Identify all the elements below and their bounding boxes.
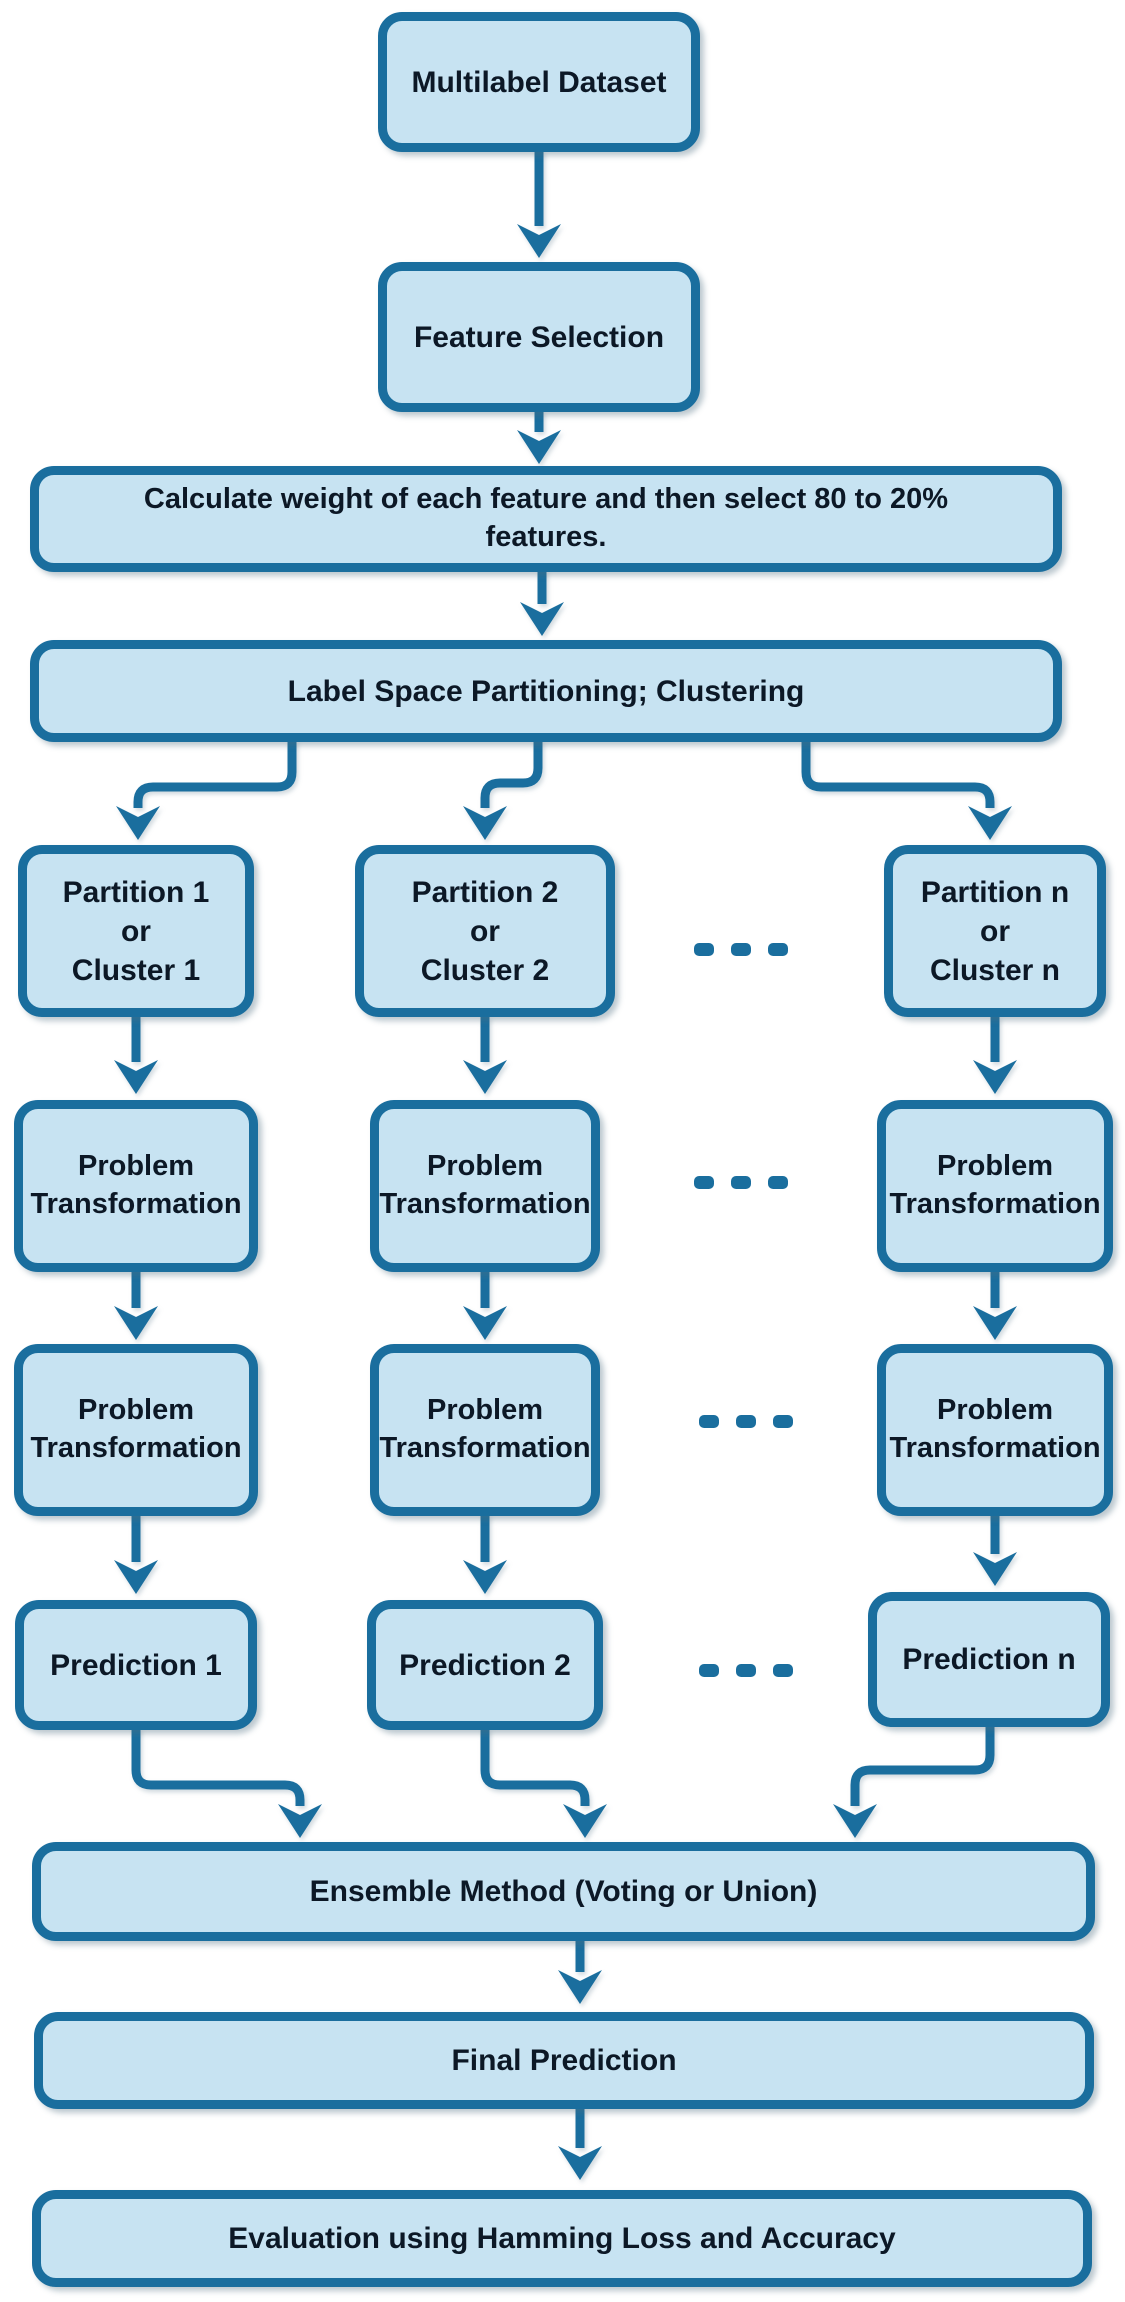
arrow-labelspace-to-partition-n [801, 740, 1012, 840]
node-problem-transformation-nb: Problem Transformation [877, 1344, 1113, 1516]
ellipsis-dots-icon [694, 943, 788, 956]
dot-icon [768, 1176, 788, 1189]
dot-icon [694, 1176, 714, 1189]
node-partition-1: Partition 1 or Cluster 1 [18, 845, 254, 1017]
node-feature-selection: Feature Selection [378, 262, 700, 412]
dot-icon [768, 943, 788, 956]
arrow-predictionn-to-ensemble [833, 1725, 995, 1838]
dot-icon [731, 943, 751, 956]
dot-icon [699, 1415, 719, 1428]
ellipsis-dots-icon [694, 1176, 788, 1189]
dot-icon [699, 1664, 719, 1677]
node-label-space-partitioning: Label Space Partitioning; Clustering [30, 640, 1062, 742]
dot-icon [773, 1415, 793, 1428]
node-prediction-n: Prediction n [868, 1592, 1110, 1727]
node-problem-transformation-1b: Problem Transformation [14, 1344, 258, 1516]
dot-icon [773, 1664, 793, 1677]
node-multilabel-dataset: Multilabel Dataset [378, 12, 700, 152]
arrow-labelspace-to-partition-2 [463, 740, 543, 840]
ellipsis-dots-icon [699, 1415, 793, 1428]
dot-icon [694, 943, 714, 956]
node-prediction-2: Prediction 2 [367, 1600, 603, 1730]
dot-icon [731, 1176, 751, 1189]
dot-icon [736, 1415, 756, 1428]
node-ensemble-method: Ensemble Method (Voting or Union) [32, 1842, 1095, 1941]
arrow-labelspace-to-partition-1 [116, 740, 297, 840]
node-problem-transformation-2a: Problem Transformation [370, 1100, 600, 1272]
node-evaluation: Evaluation using Hamming Loss and Accura… [32, 2190, 1092, 2287]
node-problem-transformation-2b: Problem Transformation [370, 1344, 600, 1516]
node-partition-2: Partition 2 or Cluster 2 [355, 845, 615, 1017]
node-final-prediction: Final Prediction [34, 2012, 1094, 2109]
node-calculate-weight: Calculate weight of each feature and the… [30, 466, 1062, 572]
node-problem-transformation-na: Problem Transformation [877, 1100, 1113, 1272]
arrow-prediction2-to-ensemble [480, 1728, 607, 1838]
node-problem-transformation-1a: Problem Transformation [14, 1100, 258, 1272]
node-prediction-1: Prediction 1 [15, 1600, 257, 1730]
arrow-prediction1-to-ensemble [131, 1728, 322, 1838]
node-partition-n: Partition n or Cluster n [884, 845, 1106, 1017]
ellipsis-dots-icon [699, 1664, 793, 1677]
dot-icon [736, 1664, 756, 1677]
